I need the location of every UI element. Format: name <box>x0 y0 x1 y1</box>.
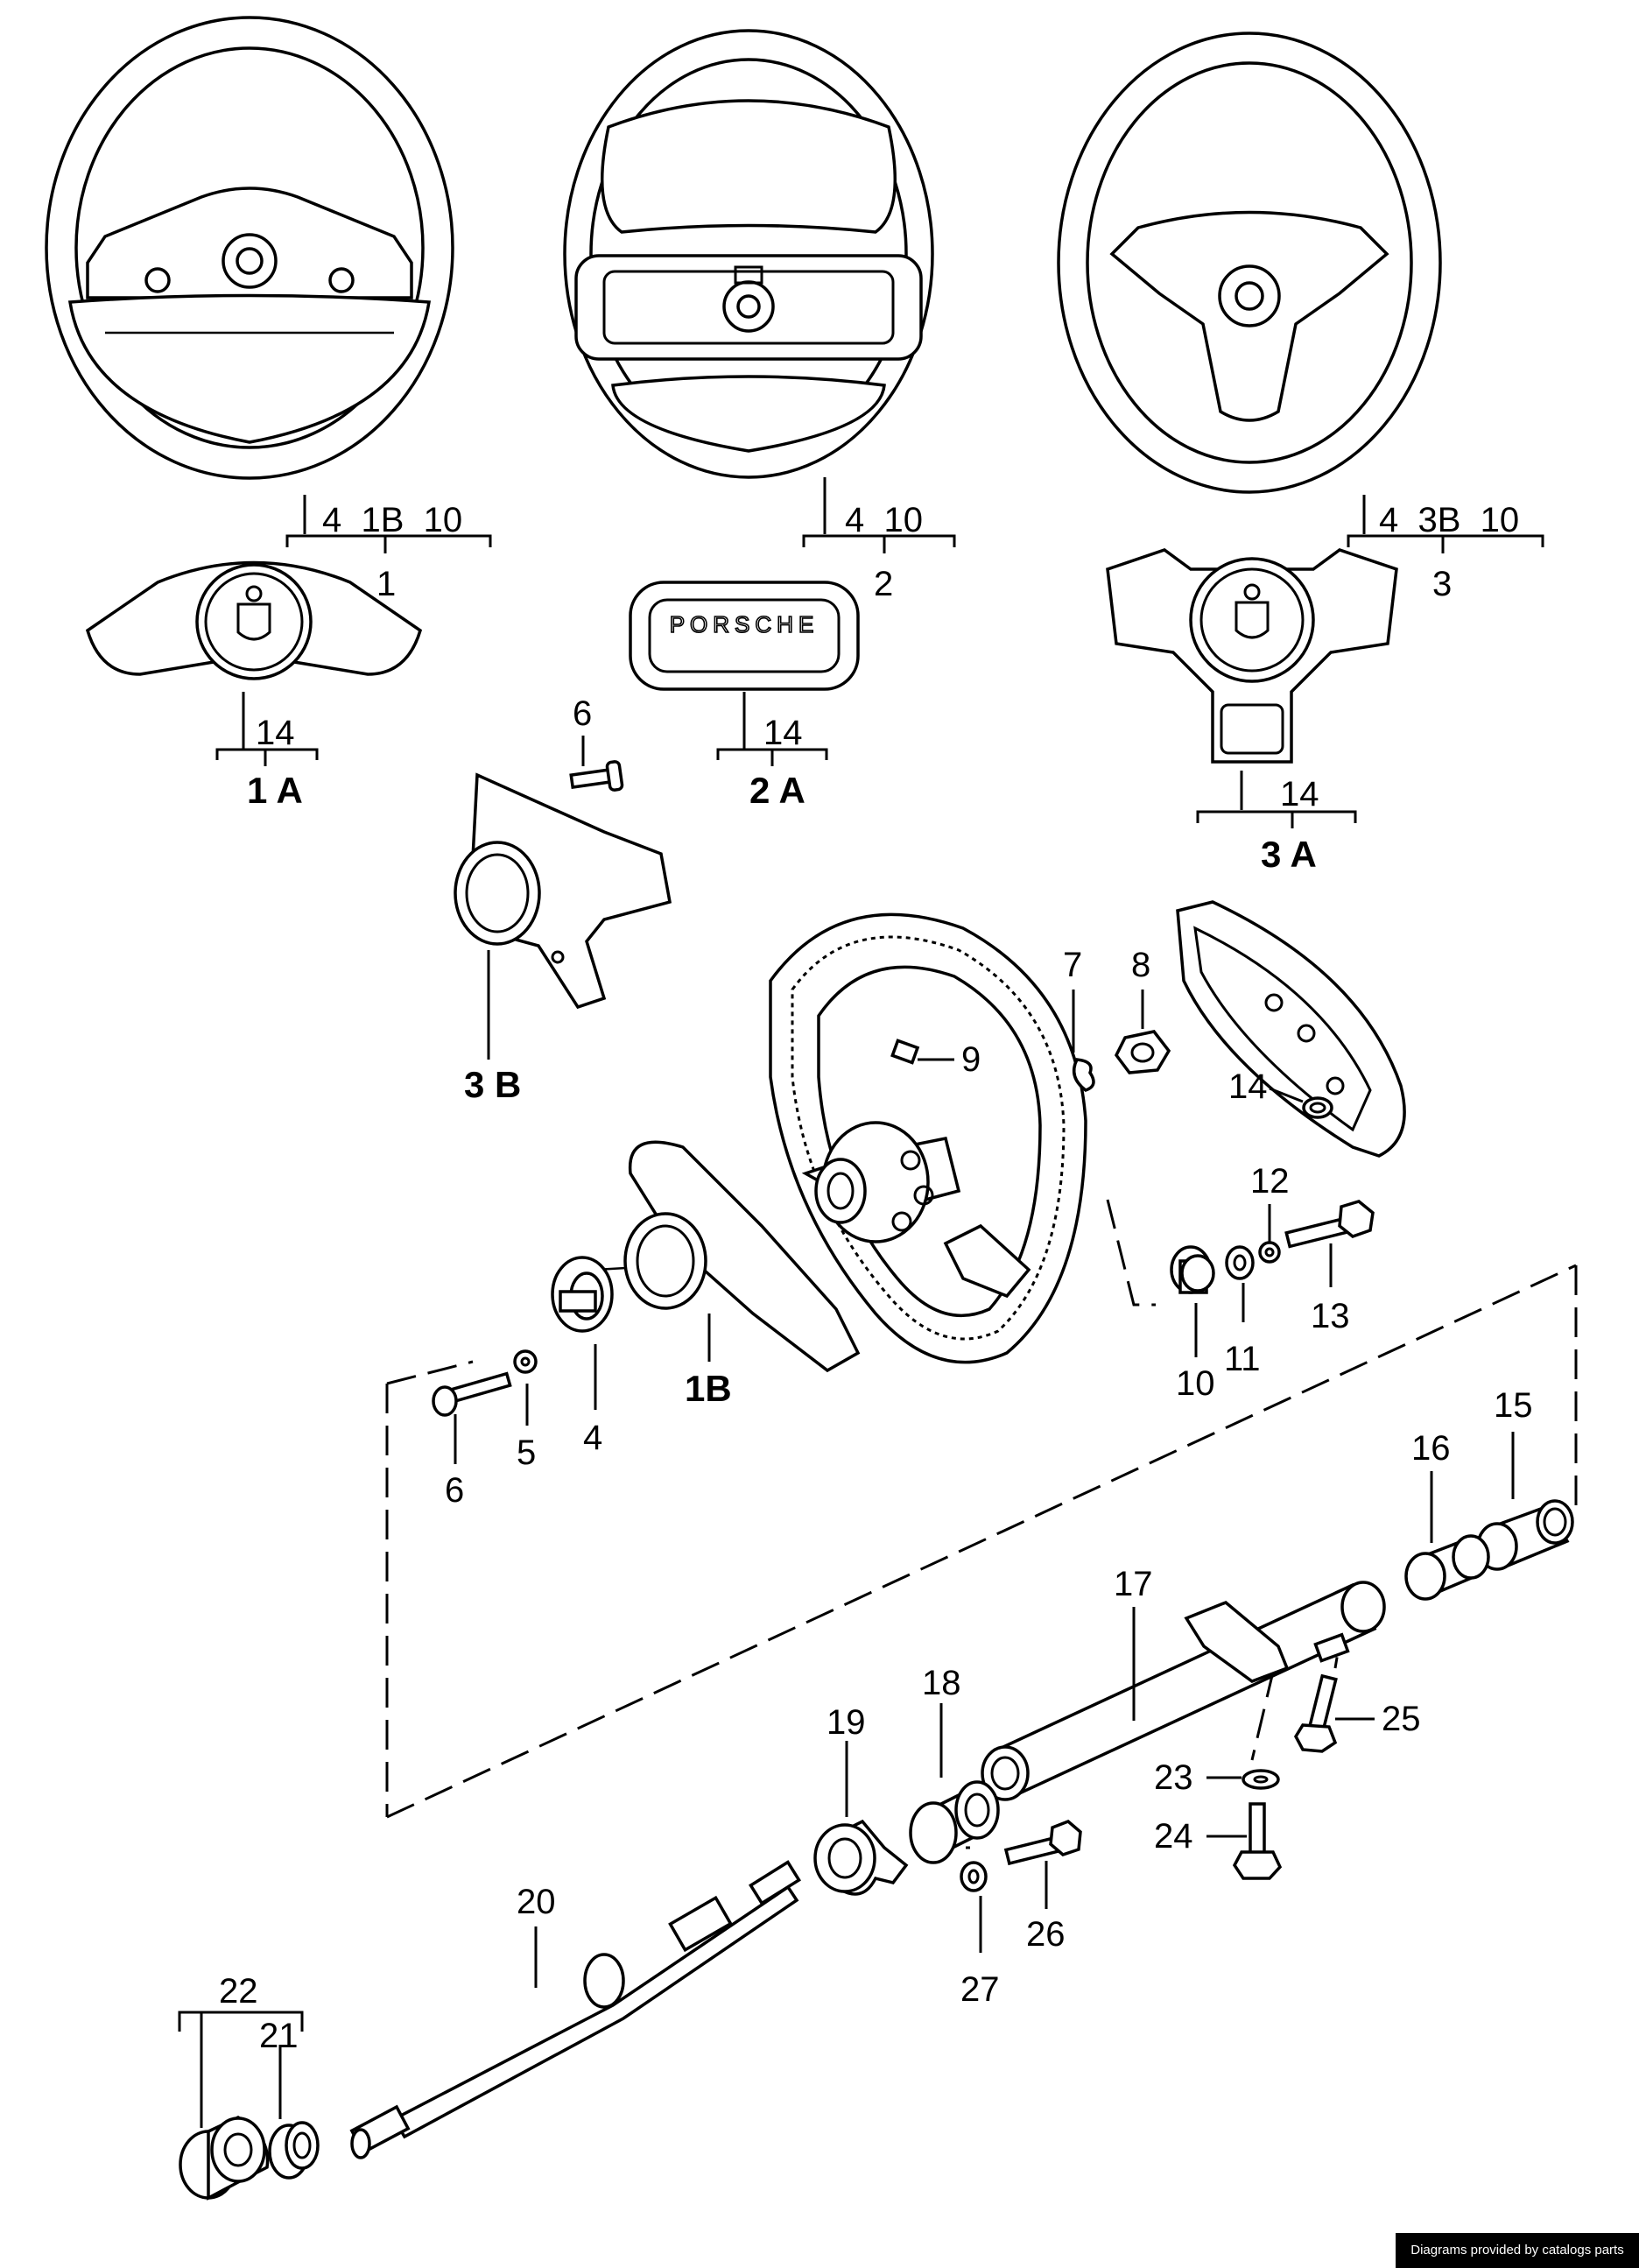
coupling-21[interactable] <box>268 2121 320 2180</box>
steering-shaft-20[interactable] <box>349 1860 801 2159</box>
callout-25[interactable]: 25 <box>1382 1700 1421 1738</box>
washer-27[interactable] <box>960 1861 988 1892</box>
hub-cover-3b[interactable] <box>454 772 672 1010</box>
leader-14 <box>1269 1087 1304 1103</box>
group-label-2a: 14 <box>763 714 803 752</box>
group-label-1: 4 1B 10 <box>322 501 462 539</box>
washer-23[interactable] <box>1242 1769 1280 1790</box>
callout-26[interactable]: 26 <box>1026 1915 1066 1954</box>
bushing-10[interactable] <box>1170 1245 1215 1294</box>
washer-7[interactable] <box>1072 1058 1095 1092</box>
callout-27[interactable]: 27 <box>960 1970 1000 2009</box>
group-bracket-2a <box>716 692 828 766</box>
group-bracket-1 <box>285 495 492 553</box>
contact-ring-4[interactable] <box>551 1256 614 1333</box>
callout-15[interactable]: 15 <box>1494 1386 1533 1425</box>
group-label-3: 4 3B 10 <box>1379 501 1519 539</box>
callout-23[interactable]: 23 <box>1154 1758 1193 1797</box>
callout-18[interactable]: 18 <box>922 1664 961 1702</box>
coupling-22[interactable] <box>179 2116 270 2201</box>
callout-11[interactable]: 11 <box>1224 1340 1261 1378</box>
callout-17[interactable]: 17 <box>1114 1565 1153 1603</box>
callout-6-top[interactable]: 6 <box>573 694 592 733</box>
screw-6-top[interactable] <box>569 760 624 792</box>
bolt-25[interactable] <box>1293 1673 1338 1753</box>
callout-9[interactable]: 9 <box>961 1040 981 1079</box>
callout-14[interactable]: 14 <box>1228 1067 1268 1106</box>
bolt-13[interactable] <box>1284 1200 1375 1249</box>
footer-credit: Diagrams provided by catalogs parts <box>1396 2233 1639 2268</box>
callout-16[interactable]: 16 <box>1411 1429 1451 1468</box>
group-bracket-3 <box>1347 495 1544 553</box>
column-tube-17[interactable] <box>981 1581 1386 1801</box>
washer-11[interactable] <box>1225 1245 1255 1280</box>
callout-13[interactable]: 13 <box>1311 1297 1350 1335</box>
lock-washer-12[interactable] <box>1258 1241 1281 1264</box>
callout-6-bottom[interactable]: 6 <box>445 1471 464 1510</box>
callout-2[interactable]: 2 <box>874 565 893 603</box>
group-bracket-3a <box>1196 771 1357 828</box>
callout-7[interactable]: 7 <box>1063 946 1082 984</box>
group-label-3a: 14 <box>1280 775 1319 814</box>
spring-14[interactable] <box>1302 1096 1333 1119</box>
callout-1[interactable]: 1 <box>376 565 396 603</box>
callout-1a[interactable]: 1 A <box>247 770 303 811</box>
steering-wheel-3[interactable] <box>1057 32 1442 494</box>
bearing-housing-19[interactable] <box>813 1819 909 1896</box>
steering-wheel-1[interactable] <box>45 16 454 480</box>
callout-12[interactable]: 12 <box>1250 1162 1290 1201</box>
group-label-1a: 14 <box>256 714 295 752</box>
steering-wheel-2[interactable] <box>563 29 934 479</box>
bearing-18[interactable] <box>909 1780 1000 1864</box>
hub-cover-1b[interactable] <box>594 1140 861 1373</box>
callout-3a[interactable]: 3 A <box>1261 834 1317 875</box>
horn-pad-1a[interactable] <box>85 560 423 680</box>
nut-8[interactable] <box>1114 1030 1171 1074</box>
callout-1b[interactable]: 1B <box>685 1368 732 1409</box>
horn-pad-lettering: PORSCHE <box>670 611 820 637</box>
callout-19[interactable]: 19 <box>827 1703 866 1742</box>
callout-5[interactable]: 5 <box>517 1433 536 1472</box>
horn-pad-2a[interactable]: PORSCHE <box>629 581 860 691</box>
callout-8[interactable]: 8 <box>1131 946 1150 984</box>
callout-20[interactable]: 20 <box>517 1883 556 1921</box>
group-bracket-1a <box>215 692 319 766</box>
horn-pad-3a[interactable] <box>1106 548 1398 764</box>
bolt-26[interactable] <box>1003 1819 1082 1866</box>
steering-wheel-main[interactable] <box>769 912 1087 1364</box>
bolt-24[interactable] <box>1232 1802 1283 1880</box>
back-cover-14[interactable] <box>1176 900 1406 1158</box>
callout-4[interactable]: 4 <box>583 1419 602 1457</box>
callout-2a[interactable]: 2 A <box>749 770 805 811</box>
screw-6-bottom[interactable] <box>432 1371 512 1417</box>
callout-3b[interactable]: 3 B <box>464 1064 521 1105</box>
lock-washer-5[interactable] <box>513 1349 538 1374</box>
bushing-16[interactable] <box>1404 1534 1490 1601</box>
group-label-2: 4 10 <box>845 501 923 539</box>
callout-22[interactable]: 22 <box>219 1972 258 2011</box>
callout-24[interactable]: 24 <box>1154 1817 1193 1856</box>
bushing-15[interactable] <box>1476 1499 1574 1571</box>
group-bracket-22 <box>178 2011 304 2128</box>
callout-21[interactable]: 21 <box>259 2017 299 2055</box>
callout-10[interactable]: 10 <box>1176 1364 1215 1403</box>
callout-3[interactable]: 3 <box>1432 565 1452 603</box>
group-bracket-2 <box>802 477 956 553</box>
